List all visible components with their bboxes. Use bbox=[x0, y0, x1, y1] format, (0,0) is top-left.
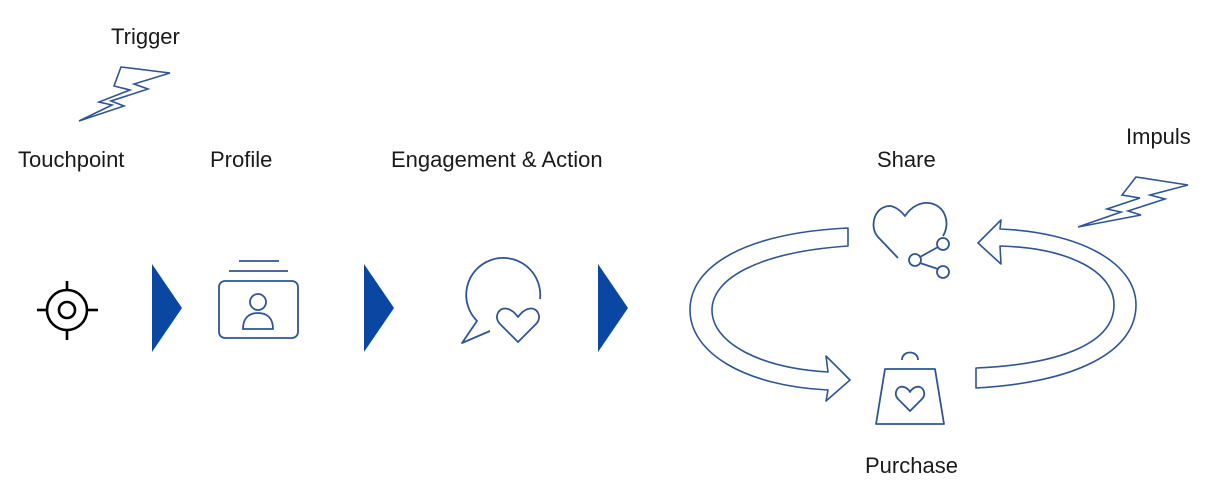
trigger-label: Trigger bbox=[111, 24, 180, 49]
cycle-arrow-right bbox=[975, 219, 1137, 389]
engagement-label: Engagement & Action bbox=[391, 147, 603, 172]
purchase-label: Purchase bbox=[865, 453, 958, 478]
chat-heart-icon bbox=[461, 257, 542, 344]
target-icon bbox=[37, 281, 98, 340]
profile-card-icon bbox=[218, 260, 299, 339]
profile-label: Profile bbox=[210, 147, 273, 172]
lightning-icon bbox=[1077, 176, 1189, 228]
impuls-label: Impuls bbox=[1126, 124, 1191, 149]
cycle-arrows bbox=[689, 219, 1137, 402]
heart-share-icon bbox=[872, 202, 950, 279]
flow-chevron bbox=[152, 264, 182, 352]
flow-chevron bbox=[364, 264, 394, 352]
lightning-icon bbox=[78, 66, 171, 122]
cycle-arrow-left bbox=[689, 227, 851, 402]
flow-chevron bbox=[598, 264, 628, 352]
touchpoint-label: Touchpoint bbox=[18, 147, 125, 172]
shopping-bag-heart-icon bbox=[875, 351, 945, 425]
share-label: Share bbox=[877, 147, 936, 172]
